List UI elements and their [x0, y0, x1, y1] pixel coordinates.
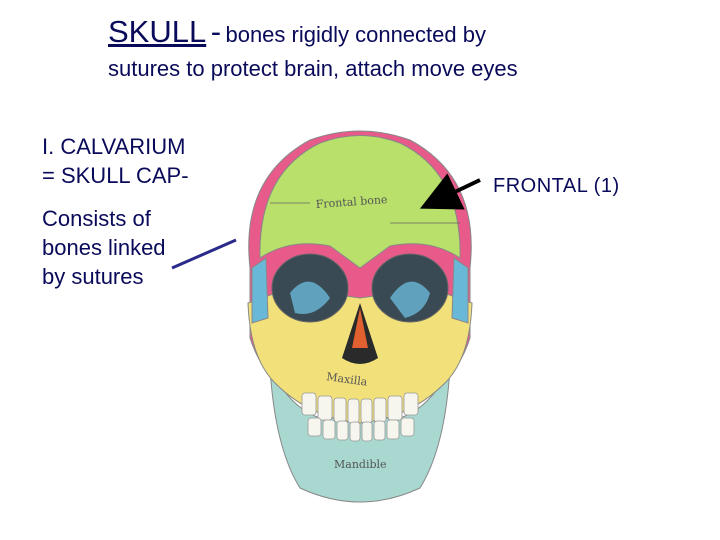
mandible-label: Mandible: [334, 458, 387, 471]
teeth: [301, 392, 419, 442]
skull-illustration: Frontal bone Maxilla Mandible: [247, 130, 473, 503]
frontal-bone-label: Frontal bone: [315, 193, 388, 211]
slide-title: SKULL - bones rigidly connected by: [108, 14, 486, 50]
sutures-pointer-line: [171, 238, 237, 270]
title-rest: bones rigidly connected by: [225, 22, 486, 47]
title-separator: -: [210, 14, 222, 49]
calvarium-line-1: I. CALVARIUM: [42, 134, 186, 159]
frontal-arrow: [419, 173, 481, 210]
calvarium-text: I. CALVARIUM = SKULL CAP-: [42, 132, 189, 190]
consists-text: Consists of bones linked by sutures: [42, 204, 166, 291]
title-main: SKULL: [108, 14, 207, 49]
consists-line-3: by sutures: [42, 264, 144, 289]
calvarium-line-2: = SKULL CAP-: [42, 163, 189, 188]
consists-line-2: bones linked: [42, 235, 166, 260]
maxilla-label: Maxilla: [326, 370, 369, 389]
slide-subtitle: sutures to protect brain, attach move ey…: [108, 56, 518, 81]
consists-line-1: Consists of: [42, 206, 151, 231]
frontal-callout: FRONTAL (1): [493, 175, 620, 197]
